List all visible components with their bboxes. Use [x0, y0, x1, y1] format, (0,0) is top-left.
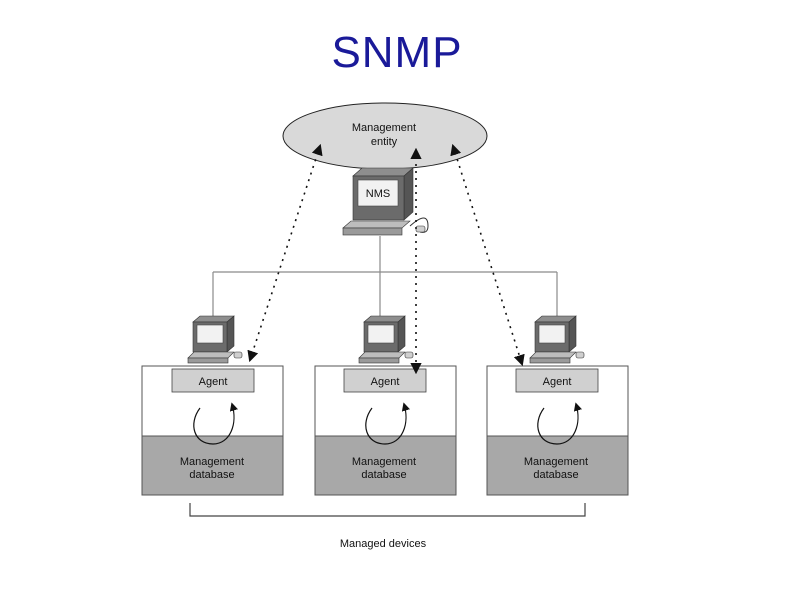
managed-device-3: Agent Management database — [486, 315, 629, 496]
agent-label: Agent — [371, 376, 400, 388]
agent-box — [171, 368, 255, 393]
managed-device-2: Agent Management database — [314, 315, 457, 496]
agent-computer-icon — [187, 315, 243, 364]
agent-box — [343, 368, 427, 393]
managed-devices-bracket: Managed devices — [189, 503, 586, 550]
nms-label: NMS — [366, 188, 390, 200]
managed-devices-label: Managed devices — [340, 538, 427, 550]
agent-label: Agent — [199, 376, 228, 388]
management-entity-label-line2: entity — [371, 136, 398, 148]
agent-database-loop-arrow — [537, 402, 582, 445]
database-label-line1: Management — [524, 456, 588, 468]
database-label-line2: database — [361, 469, 406, 481]
agent-database-loop-arrow — [193, 402, 238, 445]
dotted-arrow-right — [450, 143, 525, 367]
snmp-communication-arrows — [247, 143, 525, 375]
database-label-line2: database — [189, 469, 234, 481]
management-entity: Management entity — [282, 102, 488, 170]
agent-box — [515, 368, 599, 393]
dotted-arrow-left — [247, 143, 323, 363]
agent-label: Agent — [543, 376, 572, 388]
management-entity-label-line1: Management — [352, 122, 416, 134]
database-label-line2: database — [533, 469, 578, 481]
database-label-line1: Management — [180, 456, 244, 468]
agent-computer-icon — [358, 315, 414, 364]
agent-computer-icon — [529, 315, 585, 364]
agent-database-loop-arrow — [365, 402, 410, 445]
network-lines — [212, 236, 558, 318]
database-label-line1: Management — [352, 456, 416, 468]
slide-title: SNMP — [331, 28, 463, 77]
managed-device-1: Agent Management database — [141, 315, 284, 496]
